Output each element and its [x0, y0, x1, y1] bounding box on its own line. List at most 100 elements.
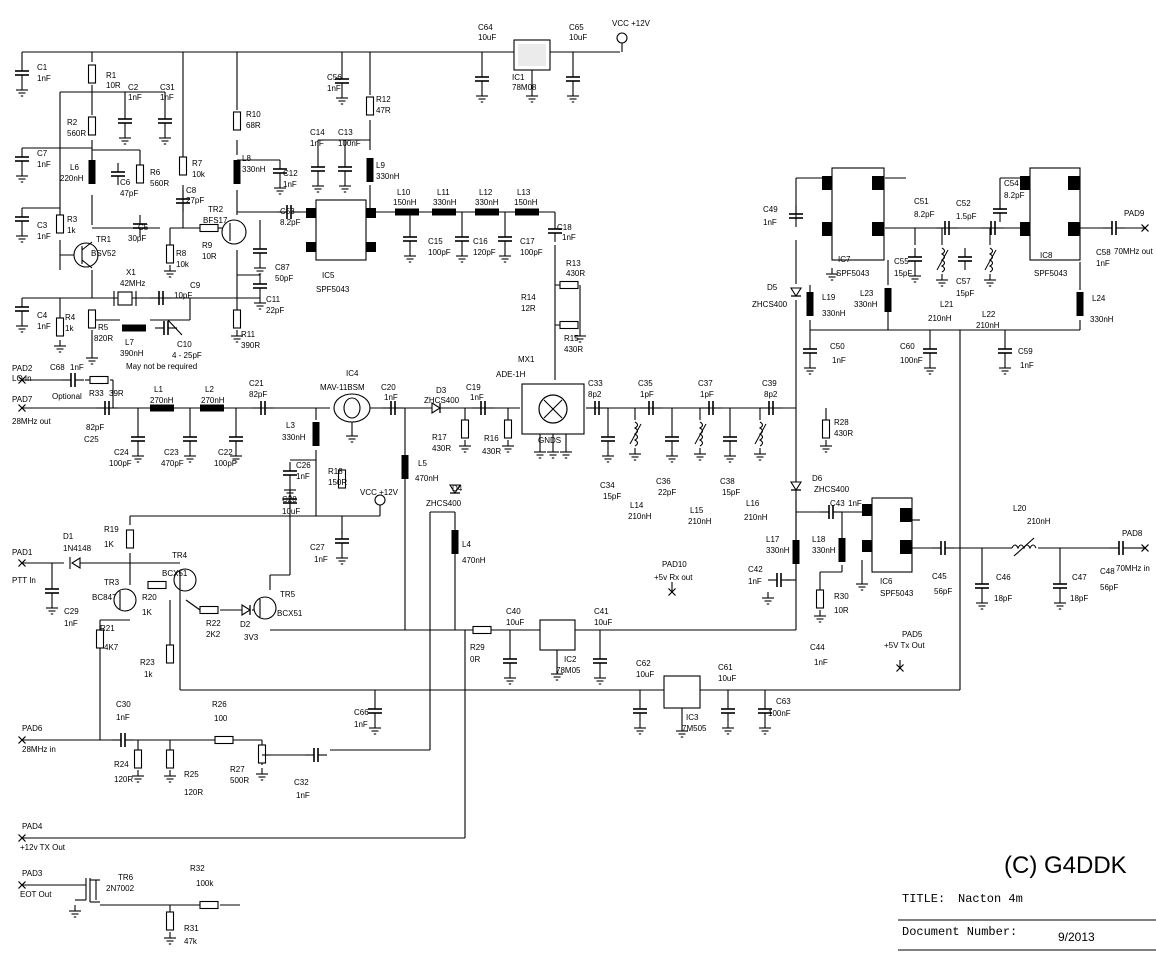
- label-C23: C23: [164, 448, 179, 457]
- label-C2: C2: [128, 83, 139, 92]
- label-C61-value: 10uF: [718, 674, 736, 683]
- label-D6: D6: [812, 474, 823, 483]
- label-IC8-value: SPF5043: [1034, 269, 1068, 278]
- label-R8: R8: [176, 249, 187, 258]
- label-C44-value: 1nF: [814, 658, 828, 667]
- label-L14-value: 210nH: [628, 512, 652, 521]
- docnum-label: Document Number:: [902, 925, 1018, 939]
- label-R12: R12: [376, 95, 391, 104]
- label-L7: L7: [125, 338, 134, 347]
- component-labels: C1 1nF R1 10R C2 1nF C31 1nF R10 68R C56…: [12, 19, 1153, 946]
- label-C58-value: 1nF: [1096, 259, 1110, 268]
- label-R21: R21: [100, 624, 115, 633]
- label-C87-value: 50pF: [275, 274, 293, 283]
- label-C49-value: 1nF: [763, 218, 777, 227]
- label-C40-value: 10uF: [506, 618, 524, 627]
- label-C29-value: 1nF: [64, 619, 78, 628]
- label-L3-value: 330nH: [282, 433, 306, 442]
- lo-amp-section: [306, 157, 587, 343]
- label-C21-value: 82pF: [249, 390, 267, 399]
- label-R17: R17: [432, 433, 447, 442]
- label-C31: C31: [160, 83, 175, 92]
- label-L13: L13: [517, 188, 531, 197]
- label-IC1: IC1: [512, 73, 525, 82]
- label-L8: L8: [242, 154, 251, 163]
- label-C68: C68: [50, 363, 65, 372]
- label-D4-value: ZHCS400: [426, 499, 462, 508]
- label-R3-value: 1k: [67, 226, 76, 235]
- label-R27-value: 500R: [230, 776, 249, 785]
- label-R14: R14: [521, 293, 536, 302]
- label-L13-value: 150nH: [514, 198, 538, 207]
- pad7-name: 28MHz out: [12, 417, 51, 426]
- label-C3-value: 1nF: [37, 232, 51, 241]
- label-C34-value: 15pF: [603, 492, 621, 501]
- label-L4-value: 470nH: [462, 556, 486, 565]
- label-TR3: TR3: [104, 578, 120, 587]
- label-C6-value: 47pF: [120, 189, 138, 198]
- label-TR5-value: BCX51: [277, 609, 303, 618]
- label-L12: L12: [479, 188, 493, 197]
- label-C47-value: 18pF: [1070, 594, 1088, 603]
- label-C58: C58: [1096, 248, 1111, 257]
- label-L10-value: 150nH: [393, 198, 417, 207]
- label-R6-value: 560R: [150, 179, 169, 188]
- label-L15-value: 210nH: [688, 517, 712, 526]
- label-C8-value: 27pF: [186, 196, 204, 205]
- note-optional: Optional: [52, 392, 82, 401]
- label-C60: C60: [900, 342, 915, 351]
- label-C57: C57: [956, 277, 971, 286]
- label-D6-value: ZHCS400: [814, 485, 850, 494]
- label-R1-value: 10R: [106, 81, 121, 90]
- label-L5: L5: [418, 459, 427, 468]
- pad8-name: 70MHz in: [1116, 564, 1150, 573]
- label-D3: D3: [436, 386, 447, 395]
- label-L5-value: 470nH: [415, 474, 439, 483]
- label-L15: L15: [690, 506, 704, 515]
- label-C38-value: 15pF: [722, 488, 740, 497]
- label-C19: C19: [466, 383, 481, 392]
- label-R16: R16: [484, 434, 499, 443]
- pad9-label: PAD9: [1124, 209, 1145, 218]
- label-R33: R33: [89, 389, 104, 398]
- label-R6: R6: [150, 168, 161, 177]
- label-C64: C64: [478, 23, 493, 32]
- label-IC3-value: 7M505: [682, 724, 707, 733]
- label-C46: C46: [996, 573, 1011, 582]
- label-C10-value: 4 - 25pF: [172, 351, 202, 360]
- label-TR6: TR6: [118, 873, 134, 882]
- label-L9-value: 330nH: [376, 172, 400, 181]
- label-R32: R32: [190, 864, 205, 873]
- label-R23: R23: [140, 658, 155, 667]
- label-C48-value: 56pF: [1100, 583, 1118, 592]
- label-TR6-value: 2N7002: [106, 884, 135, 893]
- label-C25-value: 82pF: [86, 423, 104, 432]
- label-C1: C1: [37, 63, 48, 72]
- label-TR1-value: BSV52: [91, 249, 116, 258]
- schematic-wires: [21, 51, 1145, 912]
- label-R21-value: 4K7: [104, 643, 119, 652]
- label-C32: C32: [294, 778, 309, 787]
- label-IC7-value: SPF5043: [836, 269, 870, 278]
- label-L3: L3: [286, 421, 295, 430]
- label-IC5-value: SPF5043: [316, 285, 350, 294]
- label-L19-value: 330nH: [822, 309, 846, 318]
- label-L8-value: 330nH: [242, 165, 266, 174]
- label-R14-value: 12R: [521, 304, 536, 313]
- label-R17-value: 430R: [432, 444, 451, 453]
- label-C26-value: 1nF: [296, 472, 310, 481]
- label-R2: R2: [67, 118, 78, 127]
- label-R24-value: 120R: [114, 775, 133, 784]
- label-C56-value: 1nF: [327, 84, 341, 93]
- label-C43: C43: [830, 499, 845, 508]
- label-L18-value: 330nH: [812, 546, 836, 555]
- tx-output-section: [788, 167, 1150, 375]
- label-R10: R10: [246, 110, 261, 119]
- label-C63-value: 100nF: [768, 709, 791, 718]
- attenuator-section: [17, 732, 328, 945]
- pad6-label: PAD6: [22, 724, 43, 733]
- label-C18: C18: [557, 223, 572, 232]
- label-TR4: TR4: [172, 551, 188, 560]
- label-L14: L14: [630, 501, 644, 510]
- label-IC2-value: 78M05: [556, 666, 581, 675]
